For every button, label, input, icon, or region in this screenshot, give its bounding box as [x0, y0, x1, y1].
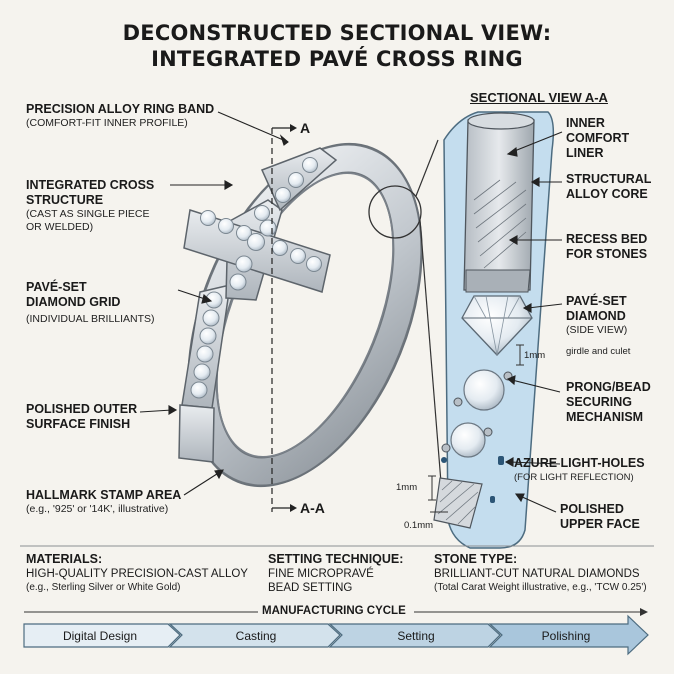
label-hallmark-title: HALLMARK STAMP AREA — [26, 488, 182, 502]
cycle-step-casting: Casting — [235, 629, 277, 643]
sec-label-light-holes-sub: (FOR LIGHT REFLECTION) — [514, 472, 634, 483]
sec-label-prong-2: SECURING — [566, 395, 632, 409]
label-pave-title-2: DIAMOND GRID — [26, 295, 121, 309]
label-polished-surface: POLISHED OUTER SURFACE FINISH — [26, 402, 137, 432]
sec-label-inner-liner-3: LINER — [566, 146, 604, 160]
cycle-step-digital-design: Digital Design — [62, 629, 138, 643]
setting-text-2: BEAD SETTING — [268, 582, 353, 594]
sec-label-alloy-core-2: ALLOY CORE — [566, 187, 648, 201]
sec-label-inner-liner: INNER COMFORT LINER — [566, 116, 629, 161]
sec-label-polished-face-2: UPPER FACE — [560, 517, 640, 531]
cycle-step-3-shape — [328, 623, 501, 648]
sec-label-light-holes-1: AZURE LIGHT-HOLES — [514, 456, 645, 470]
label-pave-sub: (INDIVIDUAL BRILLIANTS) — [26, 313, 155, 325]
materials-text: HIGH-QUALITY PRECISION-CAST ALLOY — [26, 568, 248, 580]
label-ring-band: PRECISION ALLOY RING BAND (COMFORT-FIT I… — [26, 102, 214, 130]
cycle-step-1-shape — [23, 623, 181, 648]
integrated-cross — [183, 147, 338, 301]
setting-text-1: FINE MICROPRAVÉ — [268, 568, 374, 580]
pave-band-diamonds — [178, 284, 231, 463]
sec-label-pave-diamond-1: PAVÉ-SET — [566, 294, 627, 308]
sec-label-recess-bed: RECESS BED FOR STONES — [566, 232, 647, 262]
dim-1mm-face: 1mm — [396, 482, 418, 493]
sec-label-inner-liner-1: INNER — [566, 116, 605, 130]
label-ring-band-title: PRECISION ALLOY RING BAND — [26, 102, 215, 116]
cycle-step-setting: Setting — [397, 629, 435, 643]
ring-band — [187, 142, 423, 488]
label-ring-band-sub: (COMFORT-FIT INNER PROFILE) — [26, 117, 188, 129]
label-hallmark: HALLMARK STAMP AREA (e.g., '925' or '14K… — [26, 488, 181, 516]
label-hallmark-sub: (e.g., '925' or '14K', illustrative) — [26, 503, 169, 515]
materials-sub: (e.g., Sterling Silver or White Gold) — [26, 582, 181, 593]
cycle-step-polishing: Polishing — [541, 629, 591, 643]
girdle-note: girdle and culet — [566, 346, 631, 357]
section-mark-aa: A-A — [300, 500, 325, 516]
title-line-2: INTEGRATED PAVÉ CROSS RING — [151, 47, 523, 71]
sec-label-recess-bed-1: RECESS BED — [566, 232, 648, 246]
sec-label-prong: PRONG/BEAD SECURING MECHANISM — [566, 380, 651, 425]
sec-label-inner-liner-2: COMFORT — [566, 131, 630, 145]
manufacturing-cycle-arrow — [23, 608, 649, 656]
label-cross-title-1: INTEGRATED CROSS — [26, 178, 155, 192]
sec-label-pave-diamond: PAVÉ-SET DIAMOND (SIDE VIEW) — [566, 294, 627, 337]
stone-sub: (Total Carat Weight illustrative, e.g., … — [434, 582, 647, 593]
label-pave-grid: PAVÉ-SET DIAMOND GRID (INDIVIDUAL BRILLI… — [26, 280, 155, 326]
footer-materials: MATERIALS: HIGH-QUALITY PRECISION-CAST A… — [26, 552, 248, 594]
label-integrated-cross: INTEGRATED CROSS STRUCTURE (CAST AS SING… — [26, 178, 154, 234]
sec-label-pave-diamond-sub: (SIDE VIEW) — [566, 324, 628, 336]
sec-label-alloy-core: STRUCTURAL ALLOY CORE — [566, 172, 651, 202]
sectional-view-title: SECTIONAL VIEW A-A — [470, 90, 608, 105]
dim-01mm: 0.1mm — [404, 520, 434, 531]
dim-1mm-diamond: 1mm — [524, 350, 546, 361]
sec-label-prong-1: PRONG/BEAD — [566, 380, 651, 394]
left-leaders — [139, 111, 289, 496]
sec-label-recess-bed-2: FOR STONES — [566, 247, 648, 261]
label-polished-title-2: SURFACE FINISH — [26, 417, 131, 431]
sectional-view-drawing — [428, 111, 555, 549]
footer-stone: STONE TYPE: BRILLIANT-CUT NATURAL DIAMON… — [434, 552, 647, 594]
sec-label-alloy-core-1: STRUCTURAL — [566, 172, 652, 186]
sec-label-prong-3: MECHANISM — [566, 410, 644, 424]
title-line-1: DECONSTRUCTED SECTIONAL VIEW: — [122, 21, 552, 45]
sectional-leaders — [504, 131, 563, 513]
stone-text: BRILLIANT-CUT NATURAL DIAMONDS — [434, 568, 640, 580]
sec-label-light-holes: AZURE LIGHT-HOLES (FOR LIGHT REFLECTION) — [514, 456, 645, 484]
cycle-step-2-shape — [168, 623, 341, 648]
label-polished-title-1: POLISHED OUTER — [26, 402, 138, 416]
section-line-a — [271, 124, 297, 512]
cycle-title: MANUFACTURING CYCLE — [262, 605, 406, 617]
label-cross-title-2: STRUCTURE — [26, 193, 104, 207]
label-cross-sub-1: (CAST AS SINGLE PIECE — [26, 208, 150, 220]
sec-label-polished-face-1: POLISHED — [560, 502, 624, 516]
section-mark-a: A — [300, 120, 311, 136]
magnifier-callout — [368, 139, 443, 496]
sec-label-pave-diamond-2: DIAMOND — [566, 309, 626, 323]
label-cross-sub-2: OR WELDED) — [26, 221, 94, 233]
cycle-step-4-shape — [488, 614, 649, 656]
stone-heading: STONE TYPE: — [434, 552, 518, 566]
footer-setting: SETTING TECHNIQUE: FINE MICROPRAVÉ BEAD … — [268, 552, 403, 595]
setting-heading: SETTING TECHNIQUE: — [268, 552, 404, 566]
label-pave-title-1: PAVÉ-SET — [26, 280, 87, 294]
materials-heading: MATERIALS: — [26, 552, 103, 566]
sec-label-polished-face: POLISHED UPPER FACE — [560, 502, 640, 532]
